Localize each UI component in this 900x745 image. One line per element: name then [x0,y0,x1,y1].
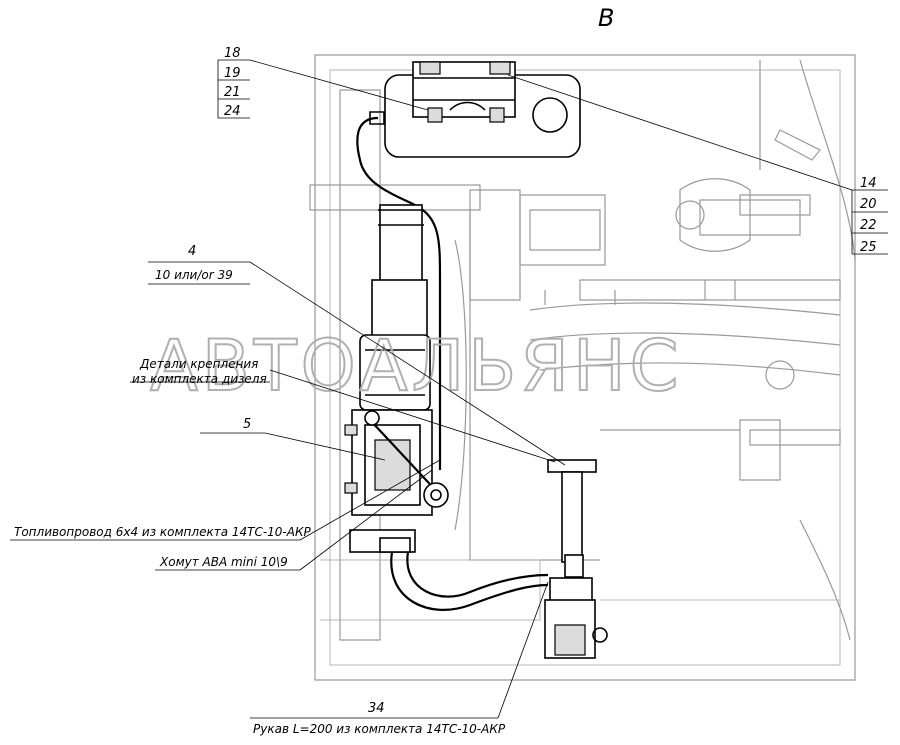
callout-34-text: Рукав L=200 из комплекта 14ТС-10-АКР [253,722,506,736]
engine-background [309,54,856,681]
callout-4: 4 10 или/or 39 [148,244,566,466]
fuel-line-pipe [356,111,442,470]
callout-22: 22 [860,218,877,233]
watermark-text: АВТОАЛЬЯНС [150,325,682,407]
note-clamp-text: Хомут ABA mini 10\9 [159,555,288,569]
callout-5-number: 5 [243,417,251,432]
callout-5: 5 [200,417,386,461]
callout-right: 14 20 22 25 [507,74,888,255]
callout-24: 24 [224,104,241,119]
callout-18: 18 [224,46,241,61]
callout-4-text: 10 или/or 39 [155,268,233,282]
note-fasteners-line1: Детали крепления [139,357,258,371]
callout-4-number: 4 [188,244,196,259]
fuel-pump [544,459,608,659]
callout-19: 19 [224,66,241,81]
note-fuel-line-text: Топливопровод 6х4 из комплекта 14ТС-10-А… [14,525,311,539]
callout-25: 25 [860,240,877,255]
note-fasteners: Детали крепления из комплекта дизеля [130,357,556,463]
callout-top-left: 18 19 21 24 [217,46,429,119]
callout-21: 21 [224,85,241,100]
hose-34 [390,551,549,611]
heater-assembly [344,204,449,553]
note-fasteners-line2: из комплекта дизеля [132,372,267,386]
note-fuel-line: Топливопровод 6х4 из комплекта 14ТС-10-А… [10,459,441,541]
view-letter: В [598,4,614,32]
callout-34: 34 Рукав L=200 из комплекта 14ТС-10-АКР [250,581,549,736]
callout-34-number: 34 [368,701,385,716]
note-clamp: Хомут ABA mini 10\9 [155,469,433,571]
callout-20: 20 [860,197,877,212]
callout-14: 14 [860,176,877,191]
fuel-tank [384,61,581,158]
